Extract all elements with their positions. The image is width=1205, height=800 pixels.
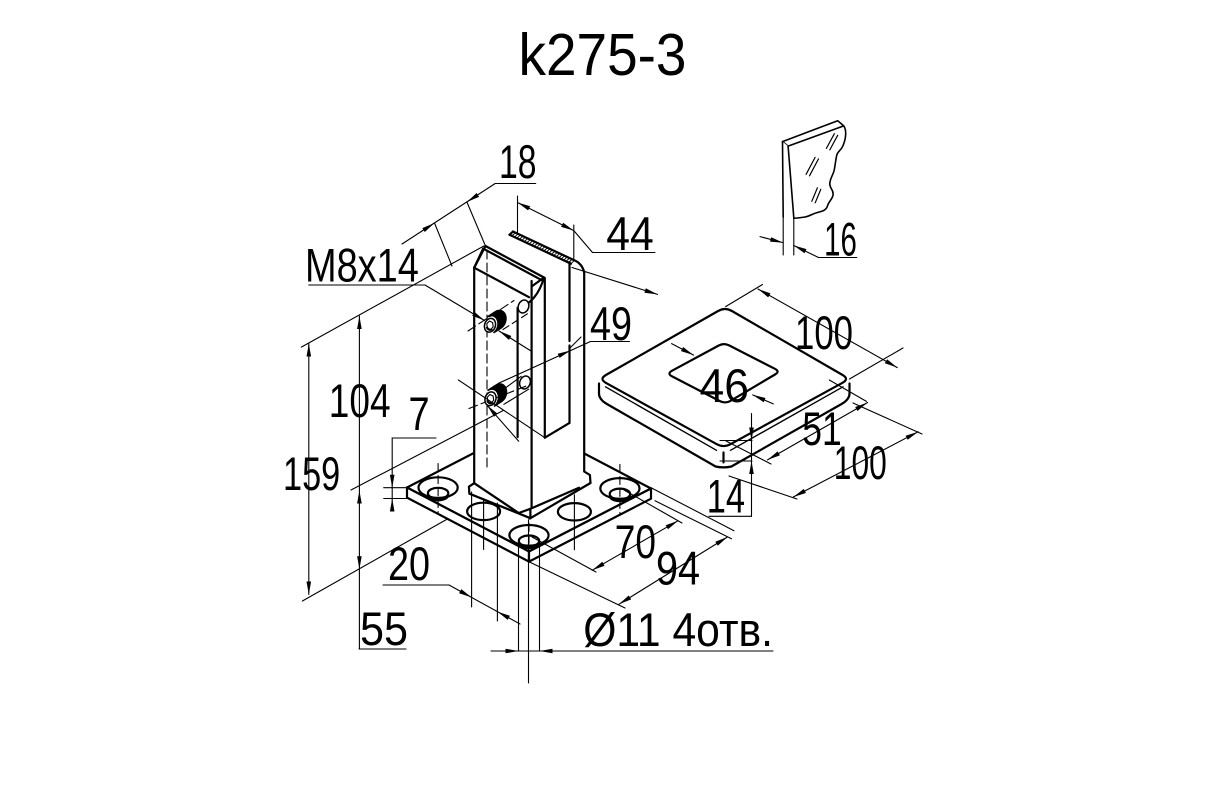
svg-text:M8x14: M8x14 bbox=[305, 238, 419, 291]
svg-text:16: 16 bbox=[824, 212, 857, 265]
svg-text:44: 44 bbox=[606, 207, 654, 260]
svg-text:k275-3: k275-3 bbox=[519, 22, 687, 88]
svg-text:18: 18 bbox=[499, 135, 537, 188]
svg-text:46: 46 bbox=[700, 359, 750, 412]
svg-text:100: 100 bbox=[795, 306, 853, 359]
svg-text:7: 7 bbox=[409, 387, 430, 440]
svg-text:159: 159 bbox=[283, 447, 340, 500]
svg-text:55: 55 bbox=[360, 602, 408, 655]
svg-text:14: 14 bbox=[707, 470, 745, 523]
svg-text:20: 20 bbox=[388, 537, 430, 590]
svg-text:Ø11 4отв.: Ø11 4отв. bbox=[583, 603, 773, 656]
svg-text:70: 70 bbox=[615, 515, 656, 568]
